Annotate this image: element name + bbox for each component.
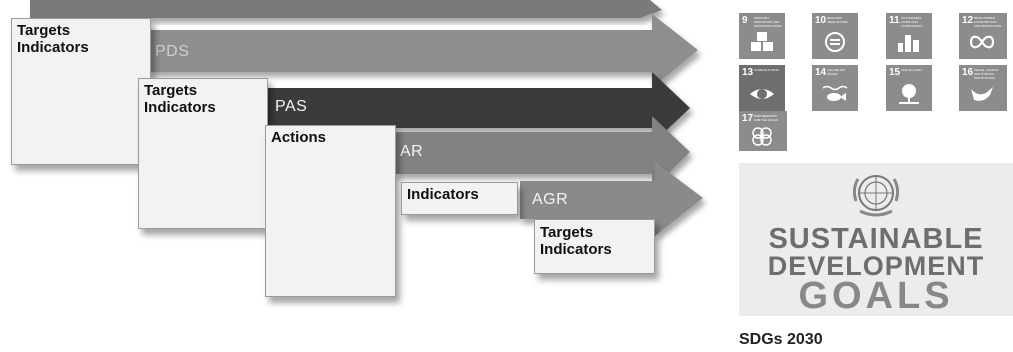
arrow-top [30,0,662,18]
sdg-tile-10: 10 REDUCED INEQUALITIES [812,13,858,59]
sdg-logo-panel: SUSTAINABLE DEVELOPMENT GOALS [739,163,1013,317]
dove-icon [971,87,993,101]
sdg-tile-11: 11 SUSTAINABLE CITIES AND COMMUNITIES [886,13,932,59]
arrow-agr [520,162,703,236]
eye-globe-icon [750,89,774,99]
un-emblem-icon [852,175,900,217]
infinity-icon [969,35,995,49]
rings-icon [752,127,772,146]
arrow-pds [148,14,698,88]
sdg-logo-line1: SUSTAINABLE [768,223,984,255]
cubes-icon [751,32,773,51]
sdg-tile-16: 16 PEACE, JUSTICE AND STRONG INSTITUTION… [959,65,1007,111]
box-indicators: Indicators [401,182,518,215]
sdg-logo-line2: DEVELOPMENT [767,251,985,281]
arrow-label-pas: PAS [275,98,308,115]
box-targets-indicators-1: Targets Indicators [11,18,151,165]
fish-icon [822,85,848,101]
sdg-tile-9: 9 INDUSTRY, INNOVATION AND INFRASTRUCTUR… [739,13,785,59]
arrow-label-agr: AGR [532,191,569,208]
sdg-tile-13: 13 CLIMATE ACTION [739,65,785,111]
box-actions: Actions [265,125,396,297]
sdg-tile-17: 17 PARTNERSHIPS FOR THE GOALS [739,111,787,151]
sdg-caption: SDGs 2030 [739,331,823,348]
sdg-tile-15: 15 LIFE ON LAND [886,65,932,111]
sdg-logo-line3: GOALS [798,275,954,317]
sdg-tile-14: 14 LIFE BELOW WATER [812,65,858,111]
arrow-ar [395,116,690,190]
arrow-label-ar: AR [400,143,424,160]
sdg-tile-12: 12 RESPONSIBLE CONSUMPTION AND PRODUCTIO… [959,13,1007,59]
box-targets-indicators-3: Targets Indicators [534,219,655,274]
tree-icon [899,84,919,104]
arrow-label-pds: PDS [155,43,190,60]
city-icon [898,35,919,52]
box-targets-indicators-2: Targets Indicators [138,78,268,229]
equals-circle-icon [825,32,845,52]
